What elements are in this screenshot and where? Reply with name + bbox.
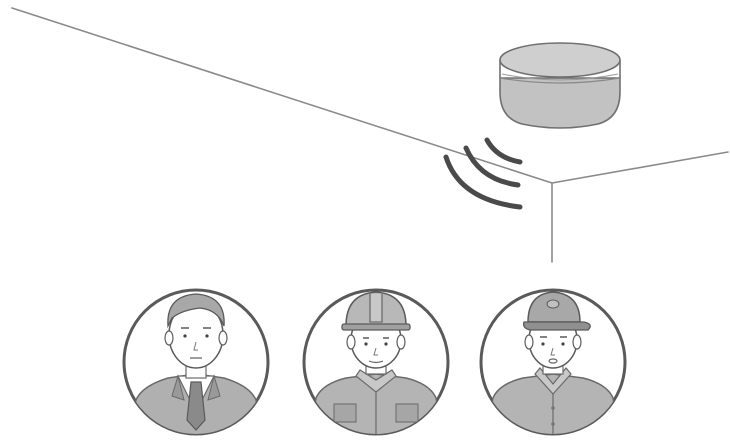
businessman-icon (124, 290, 268, 440)
hardhat-worker-icon (304, 290, 448, 440)
ceiling-right-edge (552, 152, 728, 183)
room-ceiling-lines (12, 8, 728, 262)
cap-worker-icon (481, 290, 625, 440)
ceiling-sensor-icon (500, 43, 620, 128)
wireless-signal-icon (446, 140, 520, 207)
